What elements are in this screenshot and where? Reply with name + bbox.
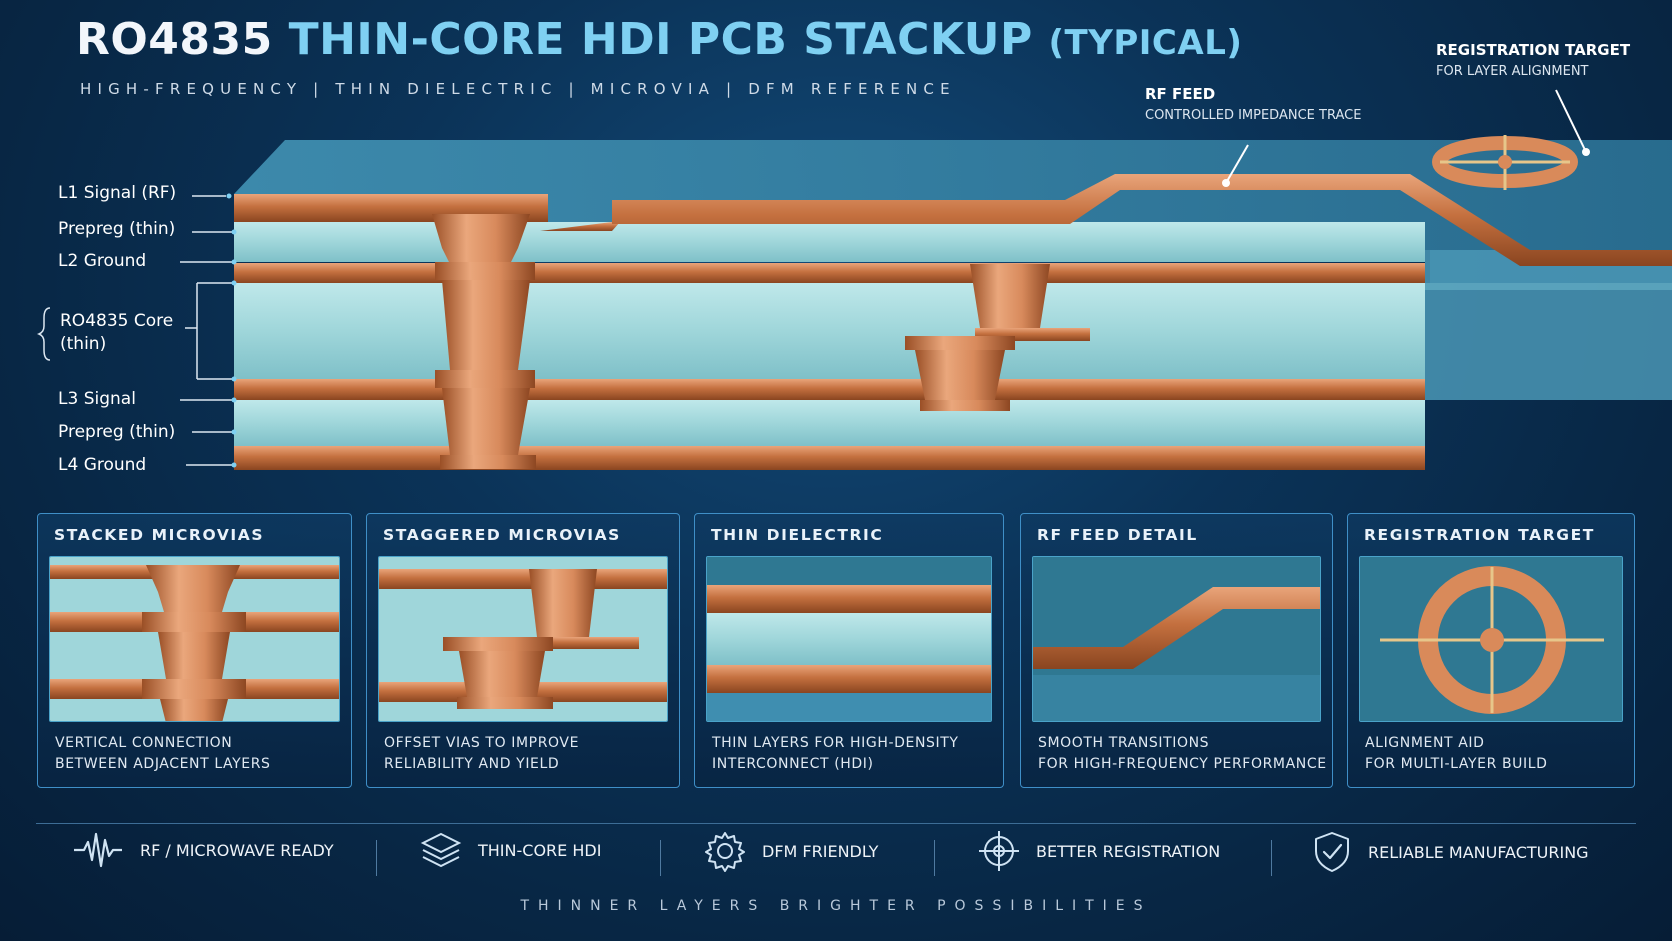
- panel-desc-line1: ALIGNMENT AID: [1365, 735, 1485, 751]
- feature-label: DFM FRIENDLY: [762, 841, 879, 861]
- feature-separator: [1271, 840, 1272, 876]
- l2-copper: [234, 263, 1425, 283]
- staggered-microvias-image: [378, 556, 668, 722]
- core-brace: [36, 307, 51, 361]
- feature-label: BETTER REGISTRATION: [1036, 841, 1221, 861]
- panel-desc-line2: RELIABILITY AND YIELD: [384, 756, 560, 772]
- layer-label-l1: L1 Signal (RF): [58, 183, 177, 203]
- stacked-microvia: [432, 214, 536, 469]
- ro4835-core: [234, 283, 1425, 379]
- registration-target-image: [1359, 556, 1623, 722]
- panel-title: THIN DIELECTRIC: [711, 526, 884, 544]
- layer-label-prepreg-bottom: Prepreg (thin): [58, 422, 176, 442]
- feature-label: RF / MICROWAVE READY: [140, 840, 334, 860]
- panel-desc-line2: BETWEEN ADJACENT LAYERS: [55, 756, 271, 772]
- layer-label-l4: L4 Ground: [58, 455, 147, 475]
- label-leaders: [180, 195, 234, 466]
- registration-callout-title: REGISTRATION TARGET: [1436, 41, 1631, 59]
- l3-copper: [234, 379, 1425, 400]
- prepreg-bottom: [234, 400, 1425, 446]
- panel-desc-line1: VERTICAL CONNECTION: [55, 735, 233, 751]
- page-title: RO4835 THIN-CORE HDI PCB STACKUP (TYPICA…: [76, 14, 1242, 65]
- panel-stacked-microvias: STACKED MICROVIAS VERTICAL CONNECTION BE…: [37, 513, 352, 788]
- panel-description: THIN LAYERS FOR HIGH-DENSITY INTERCONNEC…: [712, 733, 959, 775]
- panel-description: ALIGNMENT AID FOR MULTI-LAYER BUILD: [1365, 733, 1548, 775]
- title-part-1: RO4835: [76, 14, 273, 65]
- rf-feed-detail-image: [1032, 556, 1321, 722]
- rf-feed-leader: [1225, 144, 1249, 184]
- rf-feed-callout-title: RF FEED: [1145, 85, 1216, 103]
- registration-target-graphic: [1432, 135, 1578, 190]
- prepreg-top: [234, 222, 1425, 262]
- panel-registration-target: REGISTRATION TARGET ALIGNMENT AID FOR MU…: [1347, 513, 1635, 788]
- feature-separator: [660, 840, 661, 876]
- panel-description: OFFSET VIAS TO IMPROVE RELIABILITY AND Y…: [384, 733, 579, 775]
- panel-description: SMOOTH TRANSITIONS FOR HIGH-FREQUENCY PE…: [1038, 733, 1327, 775]
- title-part-3: (TYPICAL): [1048, 23, 1243, 63]
- feature-label: THIN-CORE HDI: [478, 840, 602, 860]
- crosshair-icon: [979, 831, 1019, 871]
- panel-desc-line1: THIN LAYERS FOR HIGH-DENSITY: [712, 735, 959, 751]
- stacked-microvias-image: [49, 556, 340, 722]
- panel-title: STACKED MICROVIAS: [54, 526, 265, 544]
- layer-label-core-line1: RO4835 Core: [60, 311, 174, 331]
- feature-label: RELIABLE MANUFACTURING: [1368, 842, 1589, 862]
- feature-thin-core-hdi: THIN-CORE HDI: [420, 830, 601, 870]
- panel-desc-line2: INTERCONNECT (HDI): [712, 756, 874, 772]
- board-extension: [1425, 250, 1672, 400]
- feature-rf-microwave: RF / MICROWAVE READY: [72, 830, 334, 870]
- thin-dielectric-image: [706, 556, 992, 722]
- panel-desc-line1: OFFSET VIAS TO IMPROVE: [384, 735, 580, 751]
- feature-dfm-friendly: DFM FRIENDLY: [704, 830, 878, 872]
- gear-icon: [705, 832, 745, 872]
- panel-description: VERTICAL CONNECTION BETWEEN ADJACENT LAY…: [55, 733, 271, 775]
- panel-desc-line2: FOR HIGH-FREQUENCY PERFORMANCE: [1038, 756, 1327, 772]
- feature-reliable-manufacturing: RELIABLE MANUFACTURING: [1312, 830, 1589, 874]
- registration-callout-subtitle: FOR LAYER ALIGNMENT: [1436, 64, 1589, 79]
- rf-feed-callout-subtitle: CONTROLLED IMPEDANCE TRACE: [1145, 108, 1362, 123]
- shield-check-icon: [1315, 832, 1349, 872]
- layer-label-prepreg-top: Prepreg (thin): [58, 219, 176, 239]
- layer-label-l2: L2 Ground: [58, 251, 147, 271]
- staggered-microvia: [905, 264, 1090, 411]
- feature-separator: [934, 840, 935, 876]
- l4-copper: [234, 446, 1425, 470]
- registration-leader: [1555, 89, 1587, 153]
- layer-label-core-line2: (thin): [60, 334, 107, 354]
- feature-better-registration: BETTER REGISTRATION: [978, 830, 1220, 872]
- panel-rf-feed-detail: RF FEED DETAIL SMOOTH TRANSITIONS FOR HI…: [1020, 513, 1333, 788]
- stackup-cross-section: [36, 89, 1672, 470]
- panel-staggered-microvias: STAGGERED MICROVIAS OFFSET VIAS TO IMPRO…: [366, 513, 680, 788]
- panel-desc-line1: SMOOTH TRANSITIONS: [1038, 735, 1210, 751]
- feature-separator: [376, 840, 377, 876]
- waveform-icon: [74, 832, 122, 868]
- panel-title: REGISTRATION TARGET: [1364, 526, 1595, 544]
- panel-title: RF FEED DETAIL: [1037, 526, 1198, 544]
- page-subtitle: HIGH-FREQUENCY | THIN DIELECTRIC | MICRO…: [80, 80, 956, 98]
- title-part-2: THIN-CORE HDI PCB STACKUP: [288, 14, 1033, 65]
- layers-icon: [420, 832, 462, 868]
- panel-title: STAGGERED MICROVIAS: [383, 526, 621, 544]
- panel-thin-dielectric: THIN DIELECTRIC THIN LAYERS FOR HIGH-DEN…: [694, 513, 1004, 788]
- panel-desc-line2: FOR MULTI-LAYER BUILD: [1365, 756, 1548, 772]
- tagline: THINNER LAYERS BRIGHTER POSSIBILITIES: [520, 898, 1152, 914]
- rf-feed-trace: [612, 174, 1672, 266]
- footer-divider: [36, 823, 1636, 824]
- layer-label-l3: L3 Signal: [58, 389, 136, 409]
